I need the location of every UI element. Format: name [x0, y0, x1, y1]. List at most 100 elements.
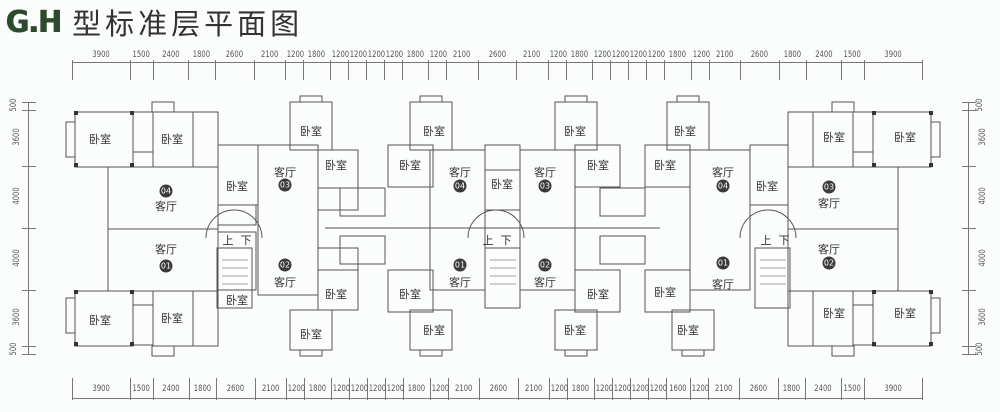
- dimension-label: 2600: [226, 384, 244, 394]
- dimension-tick: [708, 60, 710, 80]
- dimension-tick: [739, 378, 741, 400]
- dimension-tick: [863, 60, 865, 80]
- dimension-tick: [922, 378, 923, 400]
- stair-up-label: 上: [482, 234, 494, 247]
- bedroom-label: 卧室: [325, 288, 347, 301]
- dimension-tick: [863, 378, 865, 400]
- dimension-tick: [402, 378, 404, 400]
- dimension-tick: [805, 378, 807, 400]
- dimension-tick: [22, 354, 36, 355]
- dimension-tick: [303, 60, 305, 80]
- dimension-label: 1200: [350, 384, 368, 394]
- living-room-label: 客厅: [155, 200, 177, 213]
- dimension-label: 3900: [884, 50, 902, 60]
- dimension-label: 1200: [332, 384, 350, 394]
- dimension-tick: [565, 60, 567, 80]
- dimension-tick: [22, 102, 36, 103]
- dimension-tick: [962, 354, 976, 355]
- dimension-tick: [303, 378, 305, 400]
- living-room-label: 客厅: [274, 166, 296, 179]
- dimension-label: 1800: [668, 50, 687, 60]
- dimension-tick: [648, 378, 650, 400]
- bedroom-label: 卧室: [161, 312, 183, 325]
- unit-number-badge: 03: [822, 180, 836, 194]
- dimension-tick: [962, 102, 976, 103]
- dimension-tick: [516, 60, 518, 80]
- dimension-tick: [253, 60, 255, 80]
- unit-number-badge: 03: [278, 178, 292, 192]
- living-room-label: 客厅: [534, 166, 556, 179]
- dimension-label: 1800: [572, 384, 590, 394]
- dimension-label: 1200: [614, 384, 632, 394]
- dimension-tick: [285, 60, 287, 80]
- dimension-label: 1200: [594, 50, 612, 60]
- living-room-label: 客厅: [449, 276, 471, 289]
- living-room-label: 客厅: [818, 243, 840, 256]
- bedroom-label: 卧室: [587, 288, 609, 301]
- dimension-tick: [962, 290, 976, 292]
- dimension-label: 2100: [715, 50, 734, 60]
- bedroom-label: 卧室: [654, 286, 676, 299]
- bedroom-label: 卧室: [564, 125, 586, 138]
- drawing-title: G.H 型标准层平面图: [4, 2, 303, 42]
- bedroom-label: 卧室: [226, 294, 248, 307]
- bedroom-label: 卧室: [325, 159, 347, 172]
- dimension-tick: [22, 346, 36, 348]
- dimension-tick: [72, 378, 73, 400]
- bedroom-label: 卧室: [654, 159, 676, 172]
- dimension-label: 1800: [307, 50, 326, 60]
- dimension-label: 2400: [814, 50, 833, 60]
- dimension-label: 3900: [92, 50, 110, 60]
- unit-number-badge: 04: [159, 184, 173, 198]
- dimension-tick: [72, 60, 73, 80]
- bedroom-label: 卧室: [894, 307, 916, 320]
- bedroom-label: 卧室: [674, 125, 696, 138]
- dimension-label: 1500: [132, 50, 150, 60]
- dimension-label: 1200: [331, 50, 350, 60]
- stair-down-label: 下: [778, 234, 790, 247]
- dimension-tick: [130, 60, 132, 80]
- dimension-tick: [962, 165, 976, 167]
- dimension-label: 1200: [367, 50, 385, 60]
- dimension-label: 1200: [549, 50, 567, 60]
- bedroom-label: 卧室: [491, 178, 513, 191]
- bedroom-label: 卧室: [677, 324, 699, 337]
- dimension-label: 2400: [161, 50, 180, 60]
- dimension-label: 1800: [193, 384, 211, 394]
- living-room-label: 客厅: [712, 278, 734, 291]
- unit-number-badge: 01: [716, 256, 730, 270]
- dimension-tick: [429, 378, 431, 400]
- stair-down-label: 下: [240, 234, 252, 247]
- stair-down-label: 下: [500, 234, 512, 247]
- dimension-tick: [22, 109, 36, 111]
- stair-up-label: 上: [760, 234, 772, 247]
- dimension-tick: [841, 378, 843, 400]
- dimension-tick: [962, 228, 976, 229]
- dimension-tick: [347, 60, 349, 80]
- bedroom-label: 卧室: [161, 133, 183, 146]
- dimension-tick: [130, 378, 132, 400]
- dimension-label: 1200: [631, 384, 650, 394]
- dimension-tick: [329, 60, 331, 80]
- dimension-label: 1800: [193, 50, 211, 60]
- bedroom-label: 卧室: [89, 133, 111, 146]
- dimension-tick: [401, 60, 403, 80]
- unit-number-badge: 02: [278, 258, 292, 272]
- dimension-tick: [962, 346, 976, 348]
- bedroom-label: 卧室: [894, 131, 916, 144]
- dimension-tick: [610, 60, 612, 80]
- dimension-tick: [612, 378, 614, 400]
- bedroom-label: 卧室: [587, 159, 609, 172]
- dimension-label: 1200: [612, 50, 630, 60]
- dimension-tick: [628, 60, 630, 80]
- dimension-tick: [366, 378, 368, 400]
- unit-number-badge: 03: [538, 179, 552, 193]
- dimension-tick: [188, 378, 190, 400]
- dimension-tick: [664, 60, 666, 80]
- dimension-label: 1500: [843, 384, 862, 394]
- dimension-baseline: [72, 62, 922, 63]
- dimension-label: 2600: [488, 50, 506, 60]
